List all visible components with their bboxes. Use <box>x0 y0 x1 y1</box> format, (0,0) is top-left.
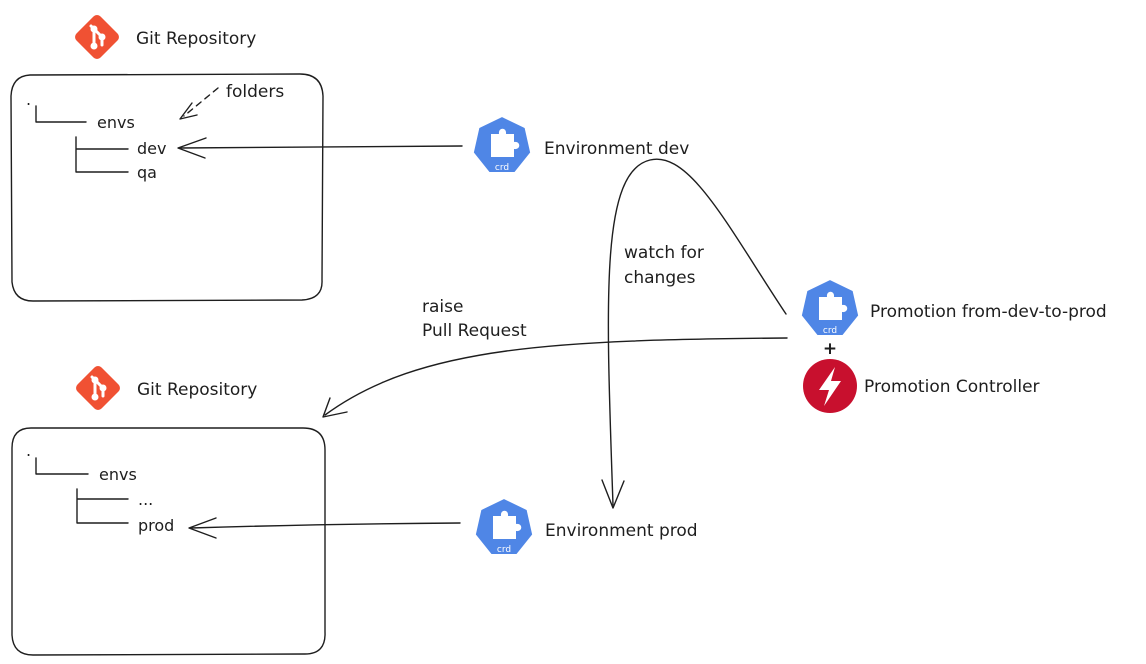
repo-top-box <box>10 73 324 302</box>
repo-bottom-box <box>11 427 326 656</box>
arrow-env-dev-to-dev <box>179 145 463 149</box>
arrowhead-prod <box>188 517 217 539</box>
tree-root: . <box>26 441 31 460</box>
tree-envs: envs <box>97 113 135 132</box>
arrow-env-prod-to-prod <box>190 522 461 529</box>
git-logo-icon <box>72 362 124 414</box>
tree-envs: envs <box>99 465 137 484</box>
repo-top-title: Git Repository <box>136 29 256 49</box>
pull-request-arrow <box>324 337 788 416</box>
repo-bottom-title: Git Repository <box>137 380 257 400</box>
promotion-controller-label: Promotion Controller <box>864 377 1040 397</box>
git-repo-top: Git Repository . envs dev qa folders <box>10 11 324 302</box>
kubernetes-crd-icon: crd <box>473 497 535 556</box>
crd-badge: crd <box>497 545 511 555</box>
git-logo-icon <box>71 11 123 63</box>
watch-label-line1: watch for <box>624 243 704 263</box>
tree-root: . <box>26 90 31 109</box>
promotion-node: crd Promotion from-dev-to-prod + <box>799 278 1107 359</box>
tree-other: ... <box>138 490 153 509</box>
environment-prod-label: Environment prod <box>545 521 698 541</box>
tree-line-envs <box>35 105 87 123</box>
folders-arrowhead <box>179 102 198 120</box>
tree-qa: qa <box>137 163 157 182</box>
watch-arrow <box>607 158 787 506</box>
lightning-bolt-icon <box>803 359 857 413</box>
folders-arrow <box>183 87 219 117</box>
crd-badge: crd <box>495 163 509 173</box>
crd-badge: crd <box>823 326 837 336</box>
kubernetes-crd-icon: crd <box>799 278 861 337</box>
tree-line-children <box>76 488 129 524</box>
plus-sign: + <box>823 339 837 359</box>
arrowhead-dev <box>177 137 207 159</box>
pull-request-arrowhead <box>322 397 348 418</box>
tree-prod: prod <box>138 516 174 535</box>
kubernetes-crd-icon: crd <box>471 115 533 174</box>
tree-line-children <box>75 136 129 173</box>
environment-prod-node: crd Environment prod <box>473 497 698 556</box>
pull-request-label-line1: raise <box>422 297 463 317</box>
tree-dev: dev <box>137 139 166 158</box>
git-repo-bottom: Git Repository . envs ... prod <box>11 362 326 656</box>
folders-annotation: folders <box>226 82 284 102</box>
promotion-controller-node: Promotion Controller <box>803 359 1040 413</box>
tree-line-envs <box>35 457 89 475</box>
promotion-label: Promotion from-dev-to-prod <box>870 302 1107 322</box>
environment-dev-label: Environment dev <box>544 139 689 159</box>
environment-dev-node: crd Environment dev <box>471 115 689 174</box>
watch-label-line2: changes <box>624 268 696 288</box>
pull-request-label-line2: Pull Request <box>422 321 527 341</box>
watch-arrowhead <box>601 479 625 509</box>
